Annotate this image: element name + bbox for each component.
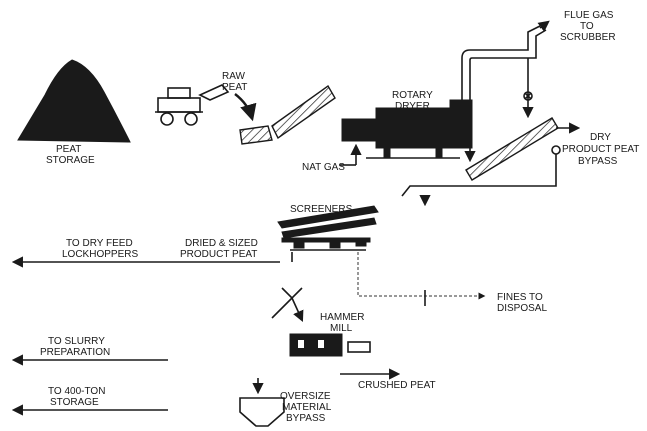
oversize-label-line1: OVERSIZE	[280, 391, 331, 402]
oversize-label-line2: MATERIAL	[282, 402, 332, 413]
flue-gas-duct	[461, 20, 550, 119]
crushed-peat-label: CRUSHED PEAT	[358, 380, 436, 391]
flue-gas-label-line2: TO	[580, 21, 594, 32]
to-slurry-label-line1: TO SLURRY	[48, 336, 105, 347]
fines-label-line2: DISPOSAL	[497, 303, 547, 314]
to-400-label-line1: TO 400-TON	[48, 386, 105, 397]
raw-peat-label-line2: PEAT	[222, 82, 247, 93]
dried-sized-label-line1: DRIED & SIZED	[185, 238, 258, 249]
hammer-mill	[289, 333, 371, 357]
hammer-mill-label-line1: HAMMER	[320, 312, 364, 323]
to-dry-feed-label-line2: LOCKHOPPERS	[62, 249, 138, 260]
dry-product-label-line2: PRODUCT PEAT	[562, 144, 639, 155]
fines-line	[357, 252, 486, 300]
oversize-label-line3: BYPASS	[286, 413, 326, 424]
bypass-valve-icon	[551, 145, 561, 155]
peat-storage-pile	[17, 59, 131, 143]
diverter-valve	[271, 287, 304, 323]
flue-gas-label-line1: FLUE GAS	[564, 10, 614, 21]
raw-peat-label-line1: RAW	[222, 71, 246, 82]
bypass-line	[401, 154, 557, 197]
dry-product-label-line1: DRY	[590, 132, 611, 143]
rotary-dryer	[341, 99, 473, 159]
dry-product-label-line3: BYPASS	[578, 156, 618, 167]
rotary-dryer-label-line2: DRYER	[395, 101, 430, 112]
rotary-dryer-label-line1: ROTARY	[392, 90, 433, 101]
to-400-label-line2: STORAGE	[50, 397, 99, 408]
oversize-hopper	[239, 397, 285, 427]
nat-gas-label: NAT GAS	[302, 162, 345, 173]
to-dry-feed-label-line1: TO DRY FEED	[66, 238, 133, 249]
flue-gas-label-line3: SCRUBBER	[560, 32, 616, 43]
feed-conveyor	[239, 84, 336, 145]
dry-product-conveyor	[465, 117, 559, 181]
peat-storage-label-line1: PEAT	[56, 144, 81, 155]
dried-sized-label-line2: PRODUCT PEAT	[180, 249, 257, 260]
loader-truck-icon	[155, 84, 230, 126]
peat-storage-label-line2: STORAGE	[46, 155, 95, 166]
fines-label-line1: FINES TO	[497, 292, 543, 303]
hammer-mill-label-line2: MILL	[330, 323, 353, 334]
screeners-label: SCREENERS	[290, 204, 353, 215]
raw-peat-arrow	[234, 93, 257, 122]
screeners	[277, 205, 379, 251]
to-slurry-label-line2: PREPARATION	[40, 347, 110, 358]
